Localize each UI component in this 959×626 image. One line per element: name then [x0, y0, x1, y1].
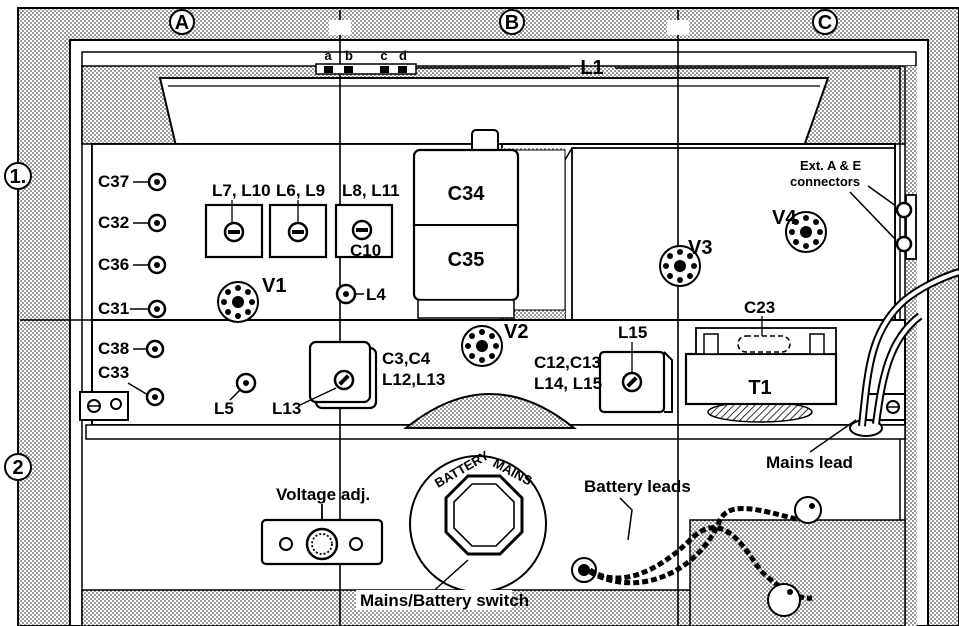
trimmer-c32: C32: [98, 213, 167, 233]
trimmer-c36: C36: [98, 255, 167, 275]
trimmer-c33: C33: [98, 363, 165, 407]
svg-text:b: b: [345, 48, 353, 63]
grid-label-c: C: [812, 9, 838, 35]
svg-text:B: B: [505, 12, 519, 34]
coil-l5: L5: [214, 372, 257, 418]
valve-v2: V2: [461, 321, 528, 367]
svg-text:c: c: [380, 48, 387, 63]
svg-text:L8, L11: L8, L11: [342, 181, 400, 200]
ext-connectors: Ext. A & E connectors: [790, 158, 917, 260]
left-bracket: [79, 391, 129, 421]
svg-text:C36: C36: [98, 255, 129, 274]
svg-text:L13: L13: [272, 399, 301, 418]
coil-l15: L15 C12,C13 L14, L15: [534, 323, 673, 414]
mains-lead: Mains lead: [766, 268, 959, 472]
trimmer-c31: C31: [98, 299, 167, 319]
voltage-adjust: Voltage adj.: [260, 485, 384, 566]
l1-assembly: a b c d L1: [315, 48, 900, 79]
valve-v3: V3: [659, 237, 712, 287]
grid-label-row2: 2: [4, 453, 32, 481]
svg-text:Voltage adj.: Voltage adj.: [276, 485, 370, 504]
svg-text:L15: L15: [618, 323, 647, 342]
capacitor-c34-c35: C34 C35: [412, 129, 520, 319]
svg-text:L6, L9: L6, L9: [276, 181, 325, 200]
svg-text:C3,C4: C3,C4: [382, 349, 431, 368]
svg-text:Battery leads: Battery leads: [584, 477, 691, 496]
valve-v1: V1: [217, 275, 286, 323]
svg-text:Ext. A & E: Ext. A & E: [800, 158, 861, 173]
grid-label-a: A: [169, 9, 195, 35]
svg-text:C23: C23: [744, 298, 775, 317]
svg-text:a: a: [324, 48, 332, 63]
half-disc: [403, 393, 577, 429]
svg-text:C34: C34: [448, 183, 486, 205]
coil-l8-l11: L8, L11 C10: [334, 181, 400, 260]
coil-l7-l10: L7, L10: [204, 181, 271, 259]
trimmer-c38: C38: [98, 339, 165, 359]
grid-label-b: B: [499, 9, 525, 35]
svg-text:C35: C35: [448, 249, 485, 271]
svg-text:L14, L15: L14, L15: [534, 374, 602, 393]
svg-text:L4: L4: [366, 285, 386, 304]
inner-wall-right: [905, 66, 917, 626]
svg-text:L7, L10: L7, L10: [212, 181, 271, 200]
coil-l6-l9: L6, L9: [268, 181, 328, 259]
svg-text:T1: T1: [748, 377, 771, 399]
svg-text:1.: 1.: [10, 166, 27, 188]
svg-text:C: C: [818, 12, 832, 34]
svg-text:C31: C31: [98, 299, 129, 318]
trimmer-c37: C37: [98, 172, 167, 192]
grid-label-row1: 1.: [4, 162, 32, 190]
svg-text:L12,L13: L12,L13: [382, 370, 445, 389]
svg-text:C32: C32: [98, 213, 129, 232]
svg-text:V1: V1: [262, 275, 286, 297]
coil-l4: L4: [335, 283, 386, 305]
battery-leads: Battery leads: [571, 477, 822, 617]
svg-text:d: d: [399, 48, 407, 63]
svg-text:V4: V4: [772, 207, 797, 229]
svg-text:L1: L1: [580, 57, 603, 79]
svg-text:A: A: [175, 12, 189, 34]
valve-v4: V4: [772, 207, 827, 253]
svg-text:C12,C13: C12,C13: [534, 353, 601, 372]
svg-text:C33: C33: [98, 363, 129, 382]
svg-text:V2: V2: [504, 321, 528, 343]
svg-text:C38: C38: [98, 339, 129, 358]
coil-l13: L13 C3,C4 L12,L13: [272, 340, 445, 418]
svg-text:Mains/Battery switch: Mains/Battery switch: [360, 591, 529, 610]
svg-text:C10: C10: [350, 241, 381, 260]
svg-text:C37: C37: [98, 172, 129, 191]
transformer-t1: T1 C23: [684, 298, 838, 423]
svg-text:2: 2: [12, 457, 23, 479]
svg-text:Mains lead: Mains lead: [766, 453, 853, 472]
svg-text:V3: V3: [688, 237, 712, 259]
svg-text:L5: L5: [214, 399, 234, 418]
svg-text:connectors: connectors: [790, 174, 860, 189]
